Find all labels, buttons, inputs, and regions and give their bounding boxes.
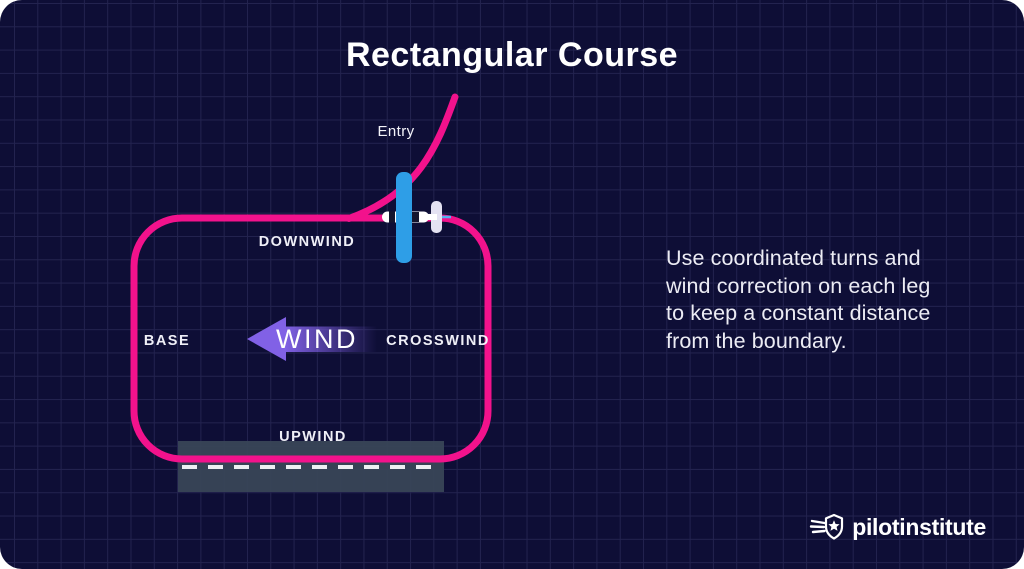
brand-name: pilotinstitute <box>852 513 986 540</box>
description-line: Use coordinated turns and <box>666 246 921 270</box>
wind-arrow-body <box>284 326 377 352</box>
downwind-label: DOWNWIND <box>259 234 356 250</box>
airplane-wing <box>396 172 412 263</box>
wind-arrow: WIND <box>247 317 377 361</box>
wind-arrow-head <box>247 317 286 361</box>
crosswind-label: CROSSWIND <box>386 333 490 349</box>
brand-logo: pilotinstitute <box>809 512 986 542</box>
description-line: from the boundary. <box>666 328 847 353</box>
airplane-rear-window <box>412 212 419 222</box>
airplane-tailboom <box>424 214 437 220</box>
description-text: Use coordinated turns and wind correctio… <box>666 245 986 355</box>
airplane-icon <box>382 172 451 263</box>
base-label: BASE <box>144 333 190 349</box>
upwind-label: UPWIND <box>279 429 347 445</box>
entry-curve-path <box>345 93 459 222</box>
description-line: wind correction on each leg <box>666 273 931 298</box>
airplane-cockpit-window <box>389 211 395 223</box>
page-title: Rectangular Course <box>345 36 679 74</box>
description-line: to keep a constant distance <box>666 301 931 325</box>
entry-label: Entry <box>377 123 414 140</box>
winged-star-badge-icon <box>809 512 845 542</box>
runway <box>178 441 444 492</box>
course-rectangle-path <box>130 214 492 463</box>
wind-label: WIND <box>276 324 358 354</box>
